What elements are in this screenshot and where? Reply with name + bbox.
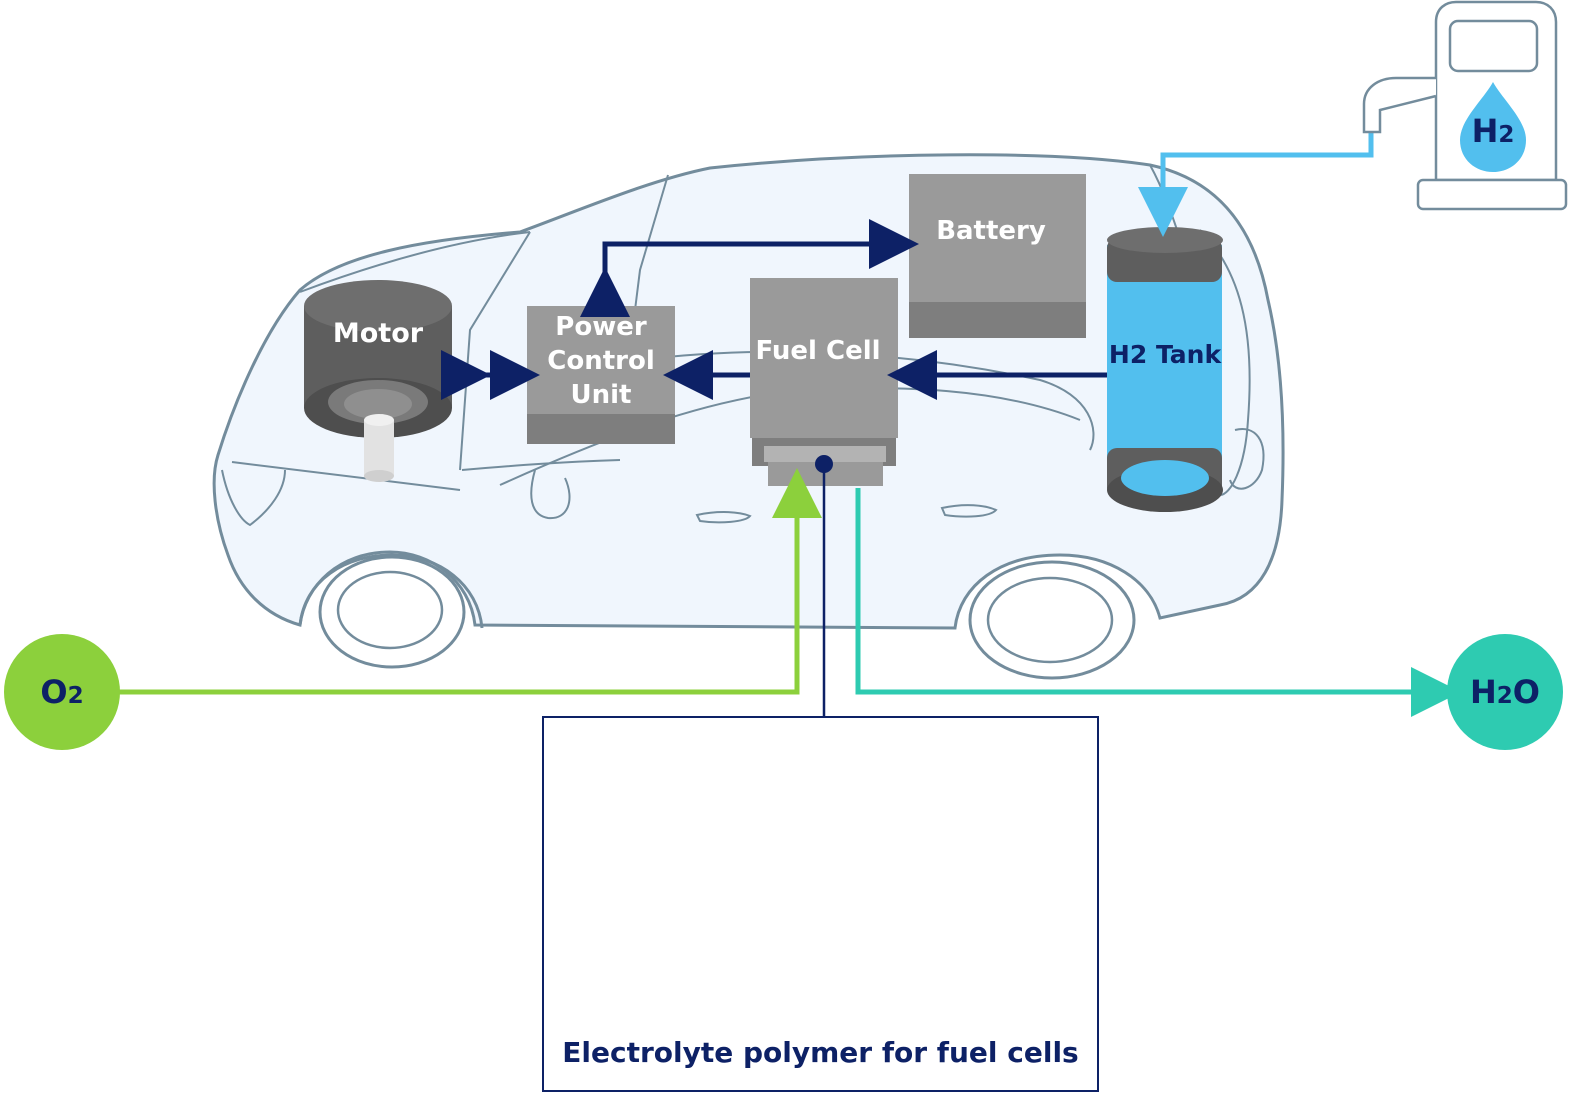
station-sub: 2 [1498,122,1515,148]
fuel-cell-label: Fuel Cell [755,336,881,366]
h2o-h: H [1469,673,1497,711]
hydrogen-fuel-pump-icon [1362,0,1568,211]
power-flow-arrows [441,219,1107,716]
h2o-o: O [1512,673,1540,711]
pcu-label-line2: Control [547,346,655,376]
electrolyte-caption-box: Electrolyte polymer for fuel cells [542,716,1099,1092]
hydrogen-refuel-line [1138,130,1374,237]
o2-main: O [40,673,68,711]
h2-tank-component [1107,227,1223,512]
motor-component [304,280,452,482]
power-control-unit-component [527,306,675,444]
water-drop-icon [1460,82,1526,172]
o2-sub: 2 [67,683,84,709]
pcu-label: Power Control Unit [527,310,675,412]
h2o-label: H2O [1447,673,1563,711]
battery-label: Battery [936,216,1046,246]
pcu-label-line1: Power [555,312,647,342]
oxygen-line [118,468,822,695]
water-line [855,488,1461,717]
electrolyte-caption: Electrolyte polymer for fuel cells [562,1036,1079,1069]
o2-label: O2 [4,673,120,711]
h2o-sub: 2 [1496,683,1513,709]
battery-component [909,174,1086,338]
station-h2-label: H2 [1460,112,1526,150]
station-h: H [1471,112,1499,150]
pcu-label-line3: Unit [570,380,632,410]
water-circle [1447,634,1563,750]
oxygen-circle [4,634,120,750]
h2-tank-label: H2 Tank [1108,340,1222,369]
fuel-cell-component [750,278,898,486]
motor-label: Motor [332,318,424,349]
